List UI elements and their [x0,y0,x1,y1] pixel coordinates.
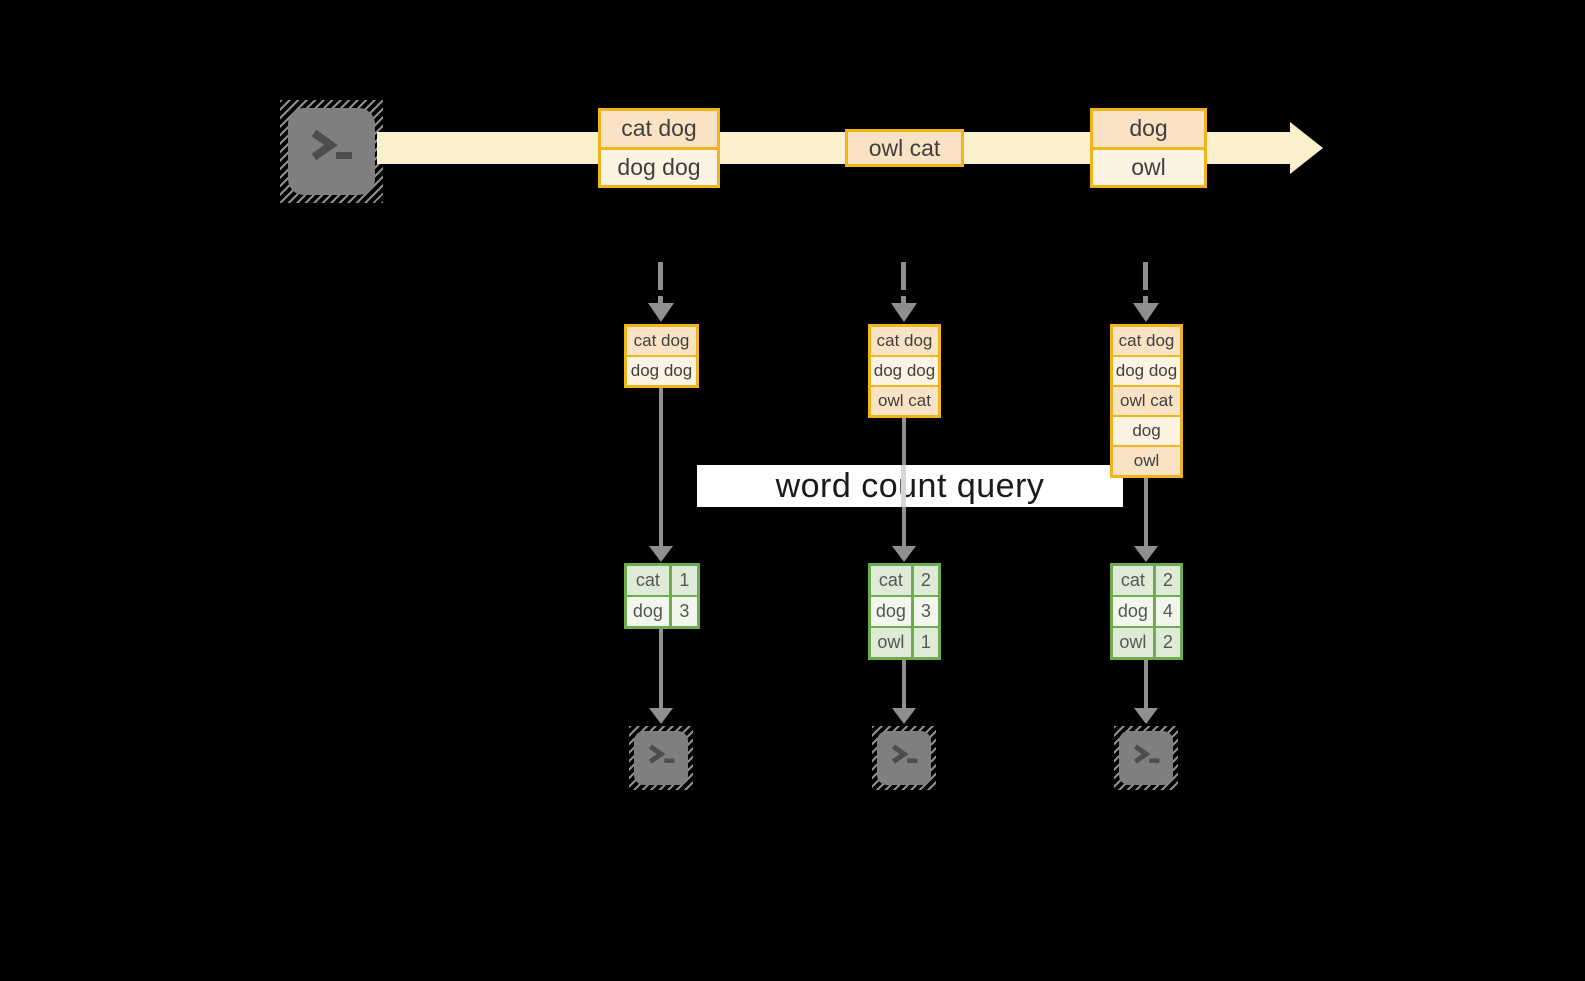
stream-arrowhead-icon [1290,122,1323,174]
count-value-cell: 3 [671,597,697,626]
count-value-cell: 1 [671,566,697,595]
buffer-record: owl cat [1113,385,1180,415]
stream-record: owl cat [848,132,961,164]
down-arrowhead-icon [648,303,674,322]
dashed-arrow-line [1143,296,1148,305]
table-row: cat 1 [627,566,697,595]
stream-batch-2: owl cat [845,129,964,167]
terminal-body [634,731,688,785]
buffer-record: cat dog [871,327,938,355]
output-arrow-line [1144,660,1148,708]
arrow-over-banner [901,465,906,507]
count-word-cell: cat [627,566,672,595]
buffer-record: cat dog [1113,327,1180,355]
buffer-record: dog [1113,415,1180,445]
sink-terminal-icon [1114,726,1178,790]
table-row: cat 2 [1113,566,1180,595]
count-word-cell: dog [1113,597,1156,626]
stream-batch-1: cat dog dog dog [598,108,720,188]
buffer-record: cat dog [627,327,696,355]
dashed-arrow-line [658,262,663,290]
table-row: dog 4 [1113,595,1180,626]
count-value-cell: 2 [1155,566,1180,595]
output-arrow-line [902,660,906,708]
sink-terminal-icon [872,726,936,790]
word-count-query-label: word count query [697,465,1123,507]
stream-record: owl [1093,146,1204,185]
table-row: dog 3 [627,595,697,626]
down-arrowhead-icon [649,546,673,562]
count-word-cell: owl [871,628,914,657]
terminal-prompt-icon [311,129,352,161]
table-row: cat 2 [871,566,938,595]
source-terminal-icon [280,100,383,203]
terminal-body [877,731,931,785]
count-word-cell: owl [1113,628,1156,657]
dashed-arrow-line [658,296,663,305]
count-word-cell: cat [871,566,914,595]
count-word-cell: dog [871,597,914,626]
down-arrowhead-icon [892,546,916,562]
dashed-arrow-line [901,296,906,305]
count-table-2: cat 2 dog 3 owl 1 [868,563,941,660]
output-arrow-line [659,629,663,708]
sink-terminal-icon [629,726,693,790]
query-arrow-line [659,387,663,548]
buffer-stack-2: cat dog dog dog owl cat [868,324,941,418]
table-row: owl 2 [1113,626,1180,657]
dashed-arrow-line [1143,262,1148,290]
down-arrowhead-icon [1134,708,1158,724]
table-row: dog 3 [871,595,938,626]
terminal-prompt-icon [1133,744,1160,764]
down-arrowhead-icon [891,303,917,322]
count-word-cell: dog [627,597,672,626]
count-value-cell: 2 [913,566,938,595]
count-value-cell: 3 [913,597,938,626]
buffer-stack-3: cat dog dog dog owl cat dog owl [1110,324,1183,478]
stream-record: dog dog [601,146,717,185]
count-value-cell: 4 [1155,597,1180,626]
buffer-record: owl [1113,445,1180,475]
count-table-1: cat 1 dog 3 [624,563,700,629]
buffer-record: owl cat [871,385,938,415]
buffer-stack-1: cat dog dog dog [624,324,699,388]
query-arrow-line [1144,477,1148,548]
down-arrowhead-icon [1133,303,1159,322]
table-row: owl 1 [871,626,938,657]
buffer-record: dog dog [627,355,696,385]
down-arrowhead-icon [892,708,916,724]
count-word-cell: cat [1113,566,1156,595]
buffer-record: dog dog [1113,355,1180,385]
down-arrowhead-icon [1134,546,1158,562]
stream-record: dog [1093,111,1204,147]
count-table-3: cat 2 dog 4 owl 2 [1110,563,1183,660]
count-value-cell: 1 [913,628,938,657]
terminal-prompt-icon [648,744,675,764]
stream-record: cat dog [601,111,717,147]
count-value-cell: 2 [1155,628,1180,657]
terminal-body [1119,731,1173,785]
stream-batch-3: dog owl [1090,108,1207,188]
down-arrowhead-icon [649,708,673,724]
terminal-body [288,108,375,195]
terminal-prompt-icon [891,744,918,764]
buffer-record: dog dog [871,355,938,385]
dashed-arrow-line [901,262,906,290]
